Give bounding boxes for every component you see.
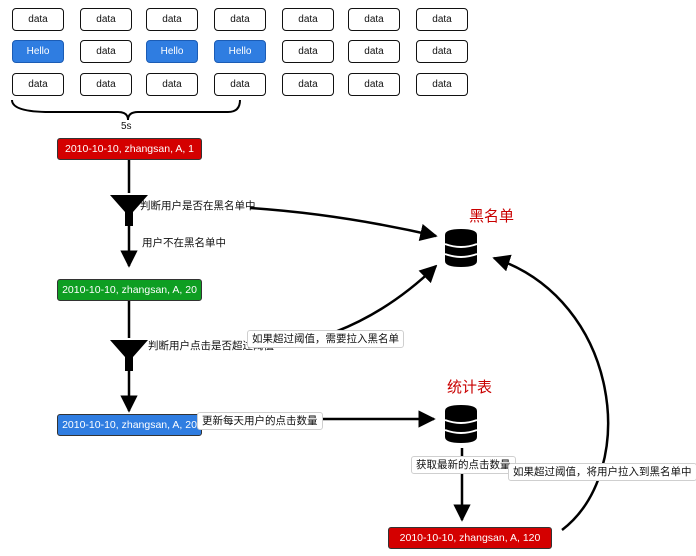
grid-cell: data bbox=[416, 8, 468, 31]
blacklist-heading: 黑名单 bbox=[469, 208, 515, 225]
stats-table-heading: 统计表 bbox=[447, 379, 493, 396]
grid-cell: data bbox=[146, 73, 198, 96]
blacklist-filter-icon bbox=[110, 195, 148, 226]
grid-cell: data bbox=[214, 73, 266, 96]
daily-total-record: 2010-10-10, zhangsan, A, 120 bbox=[388, 527, 552, 549]
grid-cell: data bbox=[12, 73, 64, 96]
grid-cell: data bbox=[146, 8, 198, 31]
grid-cell: data bbox=[12, 8, 64, 31]
grid-cell: data bbox=[348, 73, 400, 96]
grid-cell: data bbox=[80, 8, 132, 31]
grid-cell: data bbox=[348, 8, 400, 31]
grid-cell: data bbox=[80, 73, 132, 96]
stats-database-icon bbox=[444, 405, 478, 443]
check-blacklist-label: 判断用户是否在黑名单中 bbox=[140, 200, 256, 212]
threshold-filter-icon bbox=[110, 340, 148, 371]
window-size-label: 5s bbox=[121, 121, 132, 132]
check-threshold-label: 判断用户点击是否超过阈值 bbox=[148, 340, 274, 352]
grid-cell-hello: Hello bbox=[214, 40, 266, 63]
filtered-record: 2010-10-10, zhangsan, A, 20 bbox=[57, 279, 202, 301]
fetch-latest-count-label: 获取最新的点击数量 bbox=[411, 456, 516, 474]
grid-cell-hello: Hello bbox=[146, 40, 198, 63]
arrow-check-blacklist bbox=[249, 206, 438, 242]
window-brace bbox=[11, 99, 241, 121]
input-record: 2010-10-10, zhangsan, A, 1 bbox=[57, 138, 202, 160]
update-daily-count-label: 更新每天用户的点击数量 bbox=[197, 412, 323, 430]
arrow-add-to-blacklist bbox=[492, 254, 610, 531]
grid-cell: data bbox=[80, 40, 132, 63]
grid-cell-hello: Hello bbox=[12, 40, 64, 63]
grid-cell: data bbox=[282, 8, 334, 31]
grid-cell: data bbox=[348, 40, 400, 63]
threshold-blacklist-label: 如果超过阈值，需要拉入黑名单 bbox=[247, 330, 404, 348]
grid-cell: data bbox=[416, 73, 468, 96]
blacklist-database-icon bbox=[444, 229, 478, 267]
not-in-blacklist-label: 用户不在黑名单中 bbox=[142, 237, 226, 249]
grid-cell: data bbox=[282, 73, 334, 96]
grid-cell: data bbox=[282, 40, 334, 63]
threshold-add-user-label: 如果超过阈值，将用户拉入到黑名单中 bbox=[508, 463, 696, 481]
grid-cell: data bbox=[416, 40, 468, 63]
grid-cell: data bbox=[214, 8, 266, 31]
counted-record: 2010-10-10, zhangsan, A, 20 bbox=[57, 414, 202, 436]
